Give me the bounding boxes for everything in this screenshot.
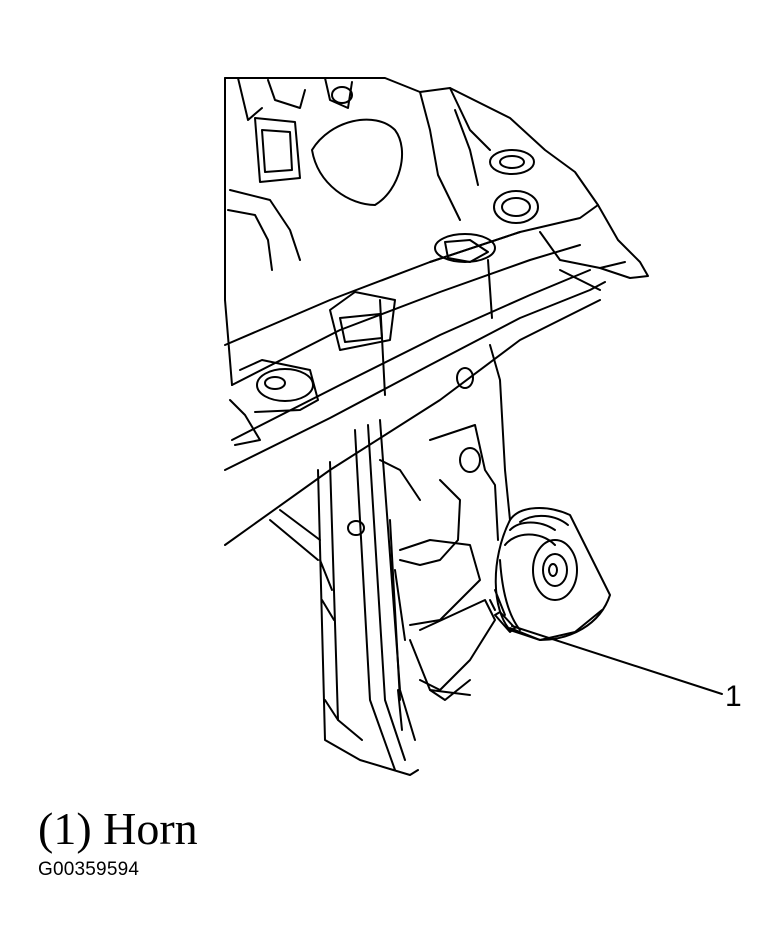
callout-number: 1 xyxy=(725,680,742,713)
cross-member xyxy=(224,204,626,546)
horn xyxy=(494,507,611,641)
caption: (1) Horn xyxy=(38,803,198,854)
figure-code: G00359594 xyxy=(38,859,140,880)
left-bracket xyxy=(224,299,319,446)
upper-body-panel xyxy=(224,77,649,301)
callout-leader-line xyxy=(511,625,723,695)
mounting-holes xyxy=(331,86,539,389)
horn-bracket xyxy=(379,344,511,701)
support-pillar xyxy=(269,419,419,776)
